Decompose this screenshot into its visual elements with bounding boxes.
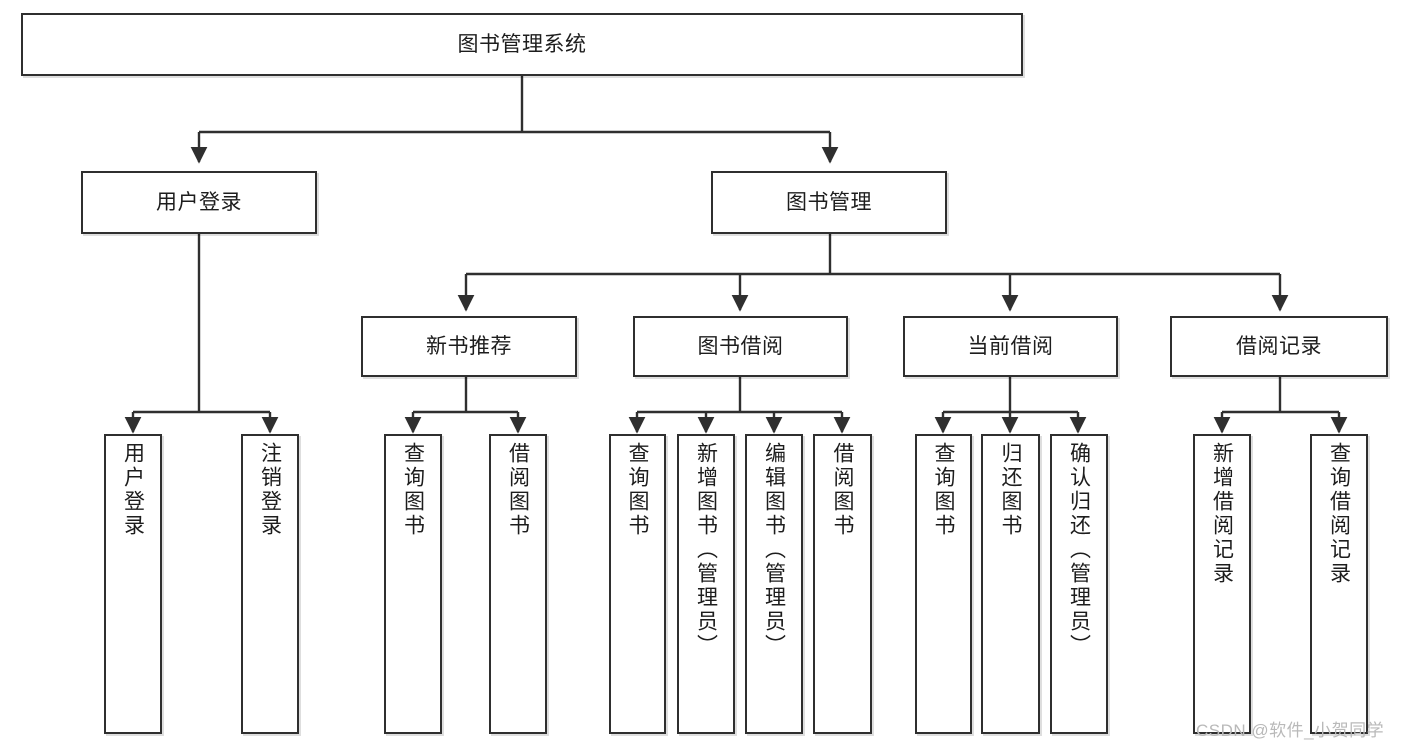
csdn-watermark: CSDN @软件_小贺同学: [1196, 721, 1385, 740]
leaf-user-login-label: 用户登录: [121, 442, 145, 538]
leaf-confirm-return[interactable]: 确认归还（管理员）: [1050, 434, 1108, 734]
leaf-edit-book[interactable]: 编辑图书（管理员）: [745, 434, 803, 734]
leaf-query-book-1[interactable]: 查询图书: [384, 434, 442, 734]
leaf-borrow-book-2-label: 借阅图书: [831, 442, 854, 538]
node-user-login[interactable]: 用户登录: [81, 171, 317, 234]
leaf-query-borrow-record-label: 查询借阅记录: [1327, 442, 1351, 586]
leaf-logout-login[interactable]: 注销登录: [241, 434, 299, 734]
leaf-query-book-2-label: 查询图书: [626, 442, 649, 538]
leaf-return-book-label: 归还图书: [999, 442, 1022, 538]
leaf-query-book-2[interactable]: 查询图书: [609, 434, 666, 734]
leaf-add-book[interactable]: 新增图书（管理员）: [677, 434, 735, 734]
node-book-borrow-label: 图书借阅: [697, 334, 784, 358]
leaf-add-book-label: 新增图书（管理员）: [694, 442, 718, 658]
node-borrow-record[interactable]: 借阅记录: [1170, 316, 1388, 377]
node-new-book-recommend[interactable]: 新书推荐: [361, 316, 577, 377]
node-root-label: 图书管理系统: [457, 32, 587, 56]
leaf-borrow-book-1[interactable]: 借阅图书: [489, 434, 547, 734]
leaf-borrow-book-2[interactable]: 借阅图书: [813, 434, 872, 734]
leaf-confirm-return-label: 确认归还（管理员）: [1067, 442, 1091, 658]
leaf-borrow-book-1-label: 借阅图书: [506, 442, 530, 538]
leaf-edit-book-label: 编辑图书（管理员）: [762, 442, 786, 658]
leaf-query-borrow-record[interactable]: 查询借阅记录: [1310, 434, 1368, 734]
leaf-logout-login-label: 注销登录: [258, 442, 282, 538]
node-root[interactable]: 图书管理系统: [21, 13, 1023, 76]
node-current-borrow-label: 当前借阅: [967, 334, 1054, 358]
leaf-query-book-3[interactable]: 查询图书: [915, 434, 972, 734]
node-new-book-recommend-label: 新书推荐: [426, 334, 512, 358]
leaf-user-login[interactable]: 用户登录: [104, 434, 162, 734]
leaf-query-book-3-label: 查询图书: [932, 442, 955, 538]
node-book-borrow[interactable]: 图书借阅: [633, 316, 848, 377]
leaf-return-book[interactable]: 归还图书: [981, 434, 1040, 734]
leaf-add-borrow-record-label: 新增借阅记录: [1210, 442, 1234, 586]
leaf-add-borrow-record[interactable]: 新增借阅记录: [1193, 434, 1251, 734]
node-borrow-record-label: 借阅记录: [1236, 334, 1322, 358]
leaf-query-book-1-label: 查询图书: [401, 442, 425, 538]
node-user-login-label: 用户登录: [156, 190, 242, 214]
node-book-management[interactable]: 图书管理: [711, 171, 947, 234]
node-book-management-label: 图书管理: [786, 190, 872, 214]
node-current-borrow[interactable]: 当前借阅: [903, 316, 1118, 377]
